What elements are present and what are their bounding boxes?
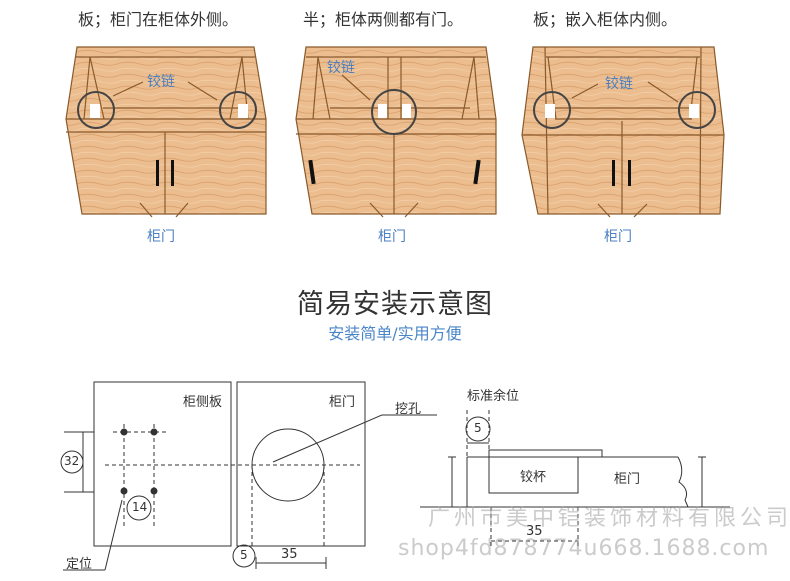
caption-full-overlay: 板；柜门在柜体外侧。 xyxy=(78,10,239,29)
watermark-url: shop4fd878774u668.1688.com xyxy=(398,536,770,561)
door-label-1: 柜门 xyxy=(147,229,175,245)
cup-label: 铰杯 xyxy=(520,470,547,485)
door-label-3: 柜门 xyxy=(604,229,632,245)
door-label-2: 柜门 xyxy=(378,229,406,245)
section-door-label: 柜门 xyxy=(614,472,641,487)
caption-inset: 板；嵌入柜体内侧。 xyxy=(533,10,678,29)
door-panel-label: 柜门 xyxy=(329,395,356,410)
section-subtitle: 安装简单/实用方便 xyxy=(328,324,462,343)
side-panel-box xyxy=(93,381,232,547)
caption-half-overlay: 半；柜体两侧都有门。 xyxy=(303,10,464,29)
watermark-company: 广州市美中铠装饰材料有限公司 xyxy=(428,506,790,531)
door-box xyxy=(236,381,366,547)
dim-35: 35 xyxy=(281,547,298,562)
standard-margin-label: 标准余位 xyxy=(467,389,520,404)
section-title: 简易安装示意图 xyxy=(297,289,493,320)
dim-14: 14 xyxy=(132,500,148,514)
cabinet-inset xyxy=(521,46,725,218)
side-panel-label: 柜侧板 xyxy=(183,395,223,410)
hinge-label-1: 铰链 xyxy=(147,74,175,90)
positioning-label: 定位 xyxy=(66,557,93,572)
cabinet-half-overlay xyxy=(295,46,497,218)
cabinet-full-overlay xyxy=(65,46,267,218)
section-dim-35: 35 xyxy=(526,524,543,539)
hinge-label-3: 铰链 xyxy=(605,76,633,92)
hinge-label-2: 铰链 xyxy=(327,60,355,76)
dim-32: 32 xyxy=(64,454,80,468)
section-dim-5: 5 xyxy=(474,421,482,435)
hole-label: 挖孔 xyxy=(395,402,422,417)
dim-5: 5 xyxy=(240,548,248,562)
